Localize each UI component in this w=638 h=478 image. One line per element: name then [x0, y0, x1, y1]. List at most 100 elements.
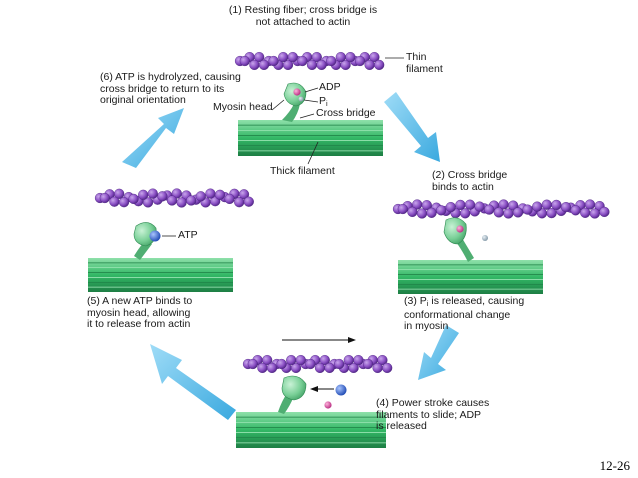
- step1-line2: not attached to actin: [255, 15, 351, 28]
- adp-label: ADP: [319, 81, 341, 93]
- actin-bead: [142, 197, 154, 208]
- step6-caption: (6) ATP is hydrolyzed, causing cross bri…: [100, 71, 241, 107]
- atp-approach-arrow: [310, 386, 334, 392]
- step3-prefix: (3) P: [404, 295, 427, 307]
- myosin-head-label: Myosin head: [213, 101, 273, 113]
- adp-molecule-icon: [324, 401, 332, 409]
- actin-bead: [589, 208, 600, 219]
- actin-bead: [290, 362, 302, 374]
- actin-bead: [205, 188, 216, 199]
- actin-bead: [243, 196, 254, 207]
- actin-bead: [522, 204, 533, 215]
- thin-filament: [94, 188, 254, 208]
- step3-caption: (3) Pi is released, causing conformation…: [404, 295, 525, 333]
- thick-filament: [236, 412, 386, 448]
- atp-molecule-icon: [335, 384, 347, 396]
- actin-bead: [109, 196, 120, 207]
- actin-bead: [224, 193, 235, 205]
- thick-filament: [398, 260, 543, 294]
- actin-bead: [354, 55, 366, 67]
- actin-bead: [114, 188, 125, 199]
- actin-bead: [348, 362, 359, 374]
- step5-line2: myosin head, allowing: [87, 306, 191, 319]
- actin-bead: [455, 199, 466, 211]
- actin-bead: [460, 208, 471, 219]
- thick-filament: [88, 258, 233, 292]
- step5-line1: (5) A new ATP binds to: [87, 295, 193, 307]
- actin-bead: [382, 362, 393, 374]
- adp-molecule-icon: [293, 88, 301, 96]
- actin-bead: [340, 59, 351, 71]
- actin-bead: [262, 355, 273, 366]
- actin-bead: [374, 59, 385, 71]
- step6-line1: (6) ATP is hydrolyzed, causing: [100, 71, 241, 83]
- cycle-arrow-icon: [384, 92, 440, 162]
- cross-bridge-label: Cross bridge: [316, 107, 376, 119]
- actin-bead: [377, 355, 388, 366]
- actin-bead: [580, 207, 591, 218]
- actin-bead: [364, 59, 375, 71]
- actin-bead: [268, 55, 279, 67]
- actin-bead: [343, 355, 354, 366]
- step5-caption: (5) A new ATP binds to myosin head, allo…: [87, 295, 193, 331]
- actin-bead: [286, 355, 297, 366]
- actin-bead: [316, 59, 327, 71]
- step1-caption: (1) Resting fiber; cross bridge is not a…: [228, 4, 378, 28]
- actin-bead: [335, 51, 346, 63]
- step2-line2: binds to actin: [432, 180, 494, 193]
- step6-line3: original orientation: [100, 94, 186, 106]
- actin-bead: [258, 59, 270, 71]
- actin-bead: [257, 362, 268, 374]
- thin-label-line2: filament: [406, 62, 443, 75]
- actin-bead: [247, 358, 258, 370]
- step4-line1: (4) Power stroke causes: [376, 397, 490, 409]
- actin-bead: [560, 202, 572, 213]
- label-pointers: [162, 57, 404, 237]
- actin-bead: [416, 208, 428, 219]
- actin-bead: [295, 355, 306, 366]
- thick-filament-body: [398, 260, 543, 294]
- step1-line1: (1) Resting fiber; cross bridge is: [228, 4, 378, 16]
- cycle-arrow-icon: [150, 344, 236, 420]
- myosin-head-step4: [278, 375, 307, 414]
- actin-bead: [445, 202, 456, 213]
- atp-label: ATP: [178, 229, 198, 241]
- actin-bead: [171, 188, 182, 199]
- actin-bead: [532, 201, 543, 212]
- thin-filament-label: Thin filament: [406, 51, 443, 75]
- actin-bead: [599, 206, 610, 218]
- actin-bead: [546, 208, 557, 219]
- actin-bead: [551, 199, 562, 211]
- actin-bead: [397, 203, 408, 215]
- thick-filament-body: [238, 120, 383, 156]
- actin-bead: [353, 355, 364, 366]
- step4-line3: is released: [376, 420, 427, 432]
- step3-line2: conformational change: [404, 308, 511, 321]
- actin-bead: [362, 358, 374, 370]
- actin-bead: [306, 59, 318, 71]
- actin-bead: [436, 205, 447, 216]
- actin-bead: [372, 362, 383, 374]
- actin-bead: [239, 55, 250, 67]
- adp-molecule-icon: [456, 225, 464, 233]
- thick-filament-body: [236, 412, 386, 448]
- actin-bead: [314, 362, 326, 374]
- step3-rest: is released, causing: [431, 295, 525, 307]
- actin-bead: [176, 197, 187, 208]
- myosin-head-step5: [133, 222, 157, 260]
- actin-bead: [254, 51, 265, 63]
- actin-bead: [157, 191, 168, 202]
- step2-line1: (2) Cross bridge: [432, 169, 508, 181]
- thin-filament: [234, 51, 385, 71]
- cycle-arrows: [122, 92, 459, 420]
- actin-bead: [238, 189, 250, 200]
- actin-bead: [214, 189, 226, 200]
- actin-bead: [297, 55, 308, 67]
- phosphate-icon: [298, 96, 304, 102]
- actin-bead: [326, 55, 337, 67]
- step5-line3: it to release from actin: [87, 318, 191, 330]
- actin-bead: [266, 362, 278, 374]
- actin-bead: [278, 51, 289, 63]
- actin-bead: [276, 358, 287, 370]
